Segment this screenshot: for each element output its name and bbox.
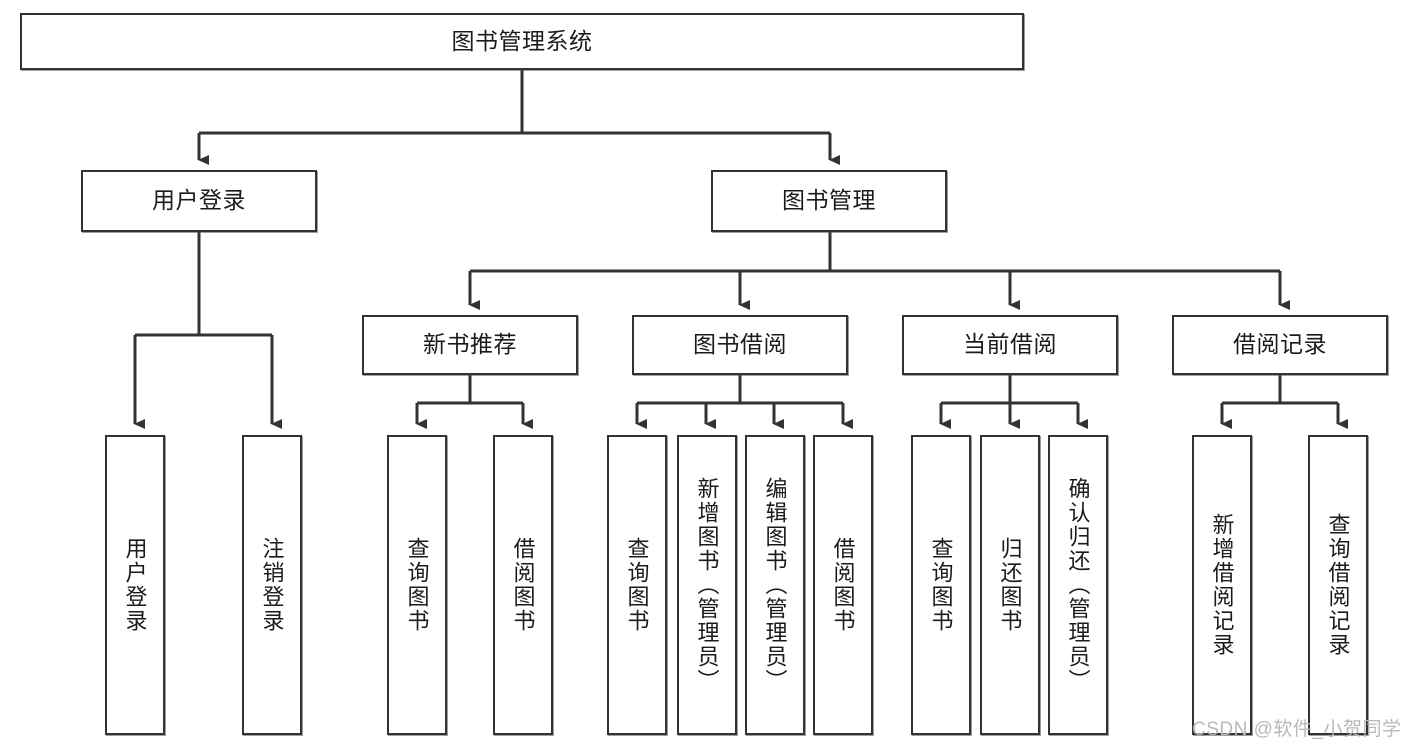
leaf-user-login[interactable]: 用户登录 [105, 435, 165, 735]
node-label: 新增图书（管理员） [694, 477, 720, 693]
node-label: 用户登录 [152, 187, 246, 214]
node-label: 新增借阅记录 [1209, 513, 1235, 657]
node-label: 编辑图书（管理员） [762, 477, 788, 693]
node-label: 借阅记录 [1233, 331, 1327, 358]
leaf-query-book-borrow[interactable]: 查询图书 [607, 435, 667, 735]
leaf-query-borrow-record[interactable]: 查询借阅记录 [1308, 435, 1368, 735]
node-book-management[interactable]: 图书管理 [711, 170, 947, 232]
node-root-book-management-system[interactable]: 图书管理系统 [20, 13, 1024, 70]
node-label: 当前借阅 [963, 331, 1057, 358]
node-label: 查询图书 [624, 537, 650, 633]
node-label: 借阅图书 [510, 537, 536, 633]
node-label: 查询图书 [928, 537, 954, 633]
node-label: 用户登录 [122, 537, 148, 633]
node-label: 图书管理系统 [451, 27, 593, 54]
leaf-add-book-admin[interactable]: 新增图书（管理员） [677, 435, 737, 735]
node-label: 图书管理 [782, 187, 876, 214]
leaf-borrow-book[interactable]: 借阅图书 [813, 435, 873, 735]
leaf-query-book-recommend[interactable]: 查询图书 [387, 435, 447, 735]
leaf-edit-book-admin[interactable]: 编辑图书（管理员） [745, 435, 805, 735]
node-label: 新书推荐 [423, 331, 517, 358]
node-label: 图书借阅 [693, 331, 787, 358]
node-current-borrow[interactable]: 当前借阅 [902, 315, 1118, 375]
node-label: 查询图书 [404, 537, 430, 633]
leaf-confirm-return-admin[interactable]: 确认归还（管理员） [1048, 435, 1108, 735]
node-label: 注销登录 [259, 537, 285, 633]
leaf-return-book[interactable]: 归还图书 [980, 435, 1040, 735]
node-label: 归还图书 [997, 537, 1023, 633]
leaf-add-borrow-record[interactable]: 新增借阅记录 [1192, 435, 1252, 735]
node-user-login[interactable]: 用户登录 [81, 170, 317, 232]
node-book-borrow[interactable]: 图书借阅 [632, 315, 848, 375]
leaf-borrow-book-recommend[interactable]: 借阅图书 [493, 435, 553, 735]
leaf-logout[interactable]: 注销登录 [242, 435, 302, 735]
leaf-query-book-current[interactable]: 查询图书 [911, 435, 971, 735]
node-label: 借阅图书 [830, 537, 856, 633]
node-label: 查询借阅记录 [1325, 513, 1351, 657]
node-label: 确认归还（管理员） [1065, 477, 1091, 693]
node-new-book-recommend[interactable]: 新书推荐 [362, 315, 578, 375]
node-borrow-record[interactable]: 借阅记录 [1172, 315, 1388, 375]
